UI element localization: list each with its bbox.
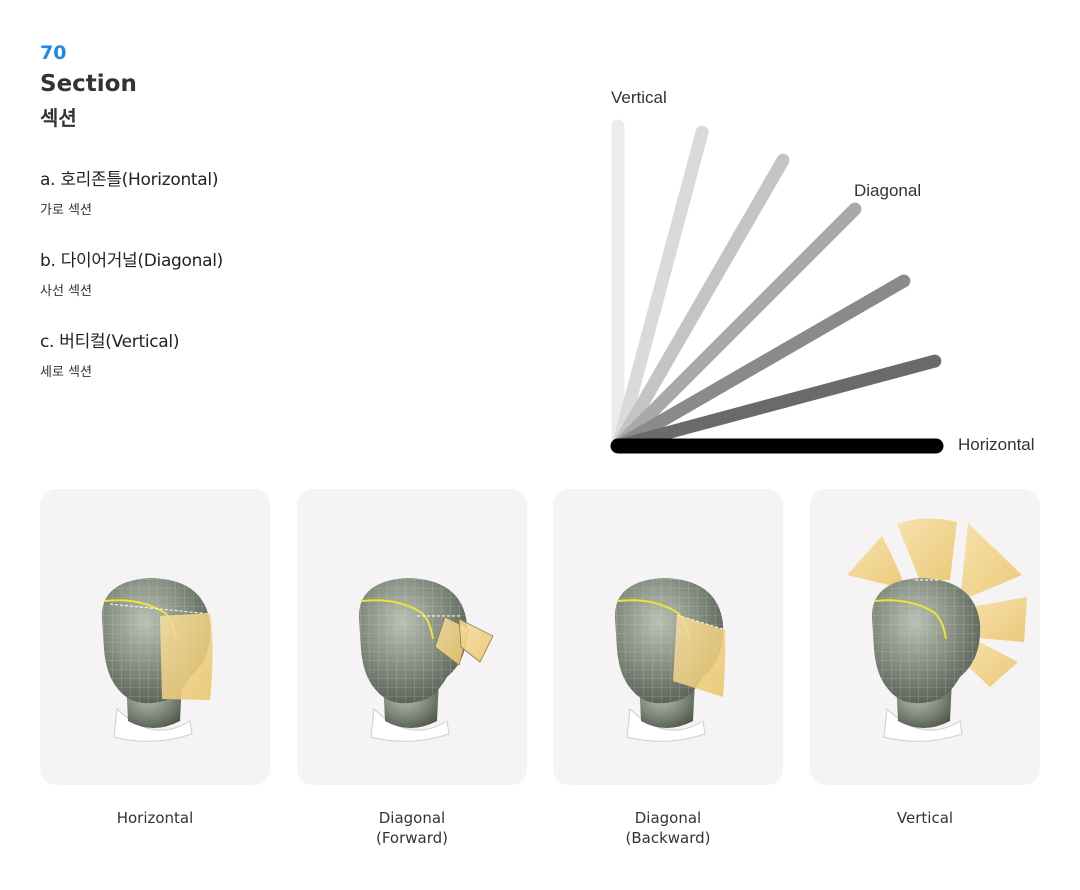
caption-line: Horizontal [116,809,194,827]
section-panel [673,615,726,697]
caption-line: Diagonal [634,809,702,827]
section-panel [960,523,1022,601]
mannequin-head [871,578,981,742]
angle-line-45deg [611,202,862,453]
mannequin-head-illustration [614,578,726,742]
caption-line: Diagonal [378,809,446,827]
definition-term: a. 호리존틀(Horizontal) [40,170,219,190]
mannequin-head-illustration [847,518,1027,742]
caption-line: Vertical [896,809,954,827]
definition-term: c. 버티컬(Vertical) [40,332,180,352]
angle-line-30deg [611,274,911,453]
section-panel [160,613,213,700]
caption-line: (Backward) [625,829,711,847]
label-vertical: Vertical [611,88,667,107]
angle-line-75deg [611,125,709,453]
card-diagonal-backward [553,489,783,785]
label-horizontal: Horizontal [958,435,1035,454]
section-panel [897,518,957,581]
caption-diagonal-backward: Diagonal (Backward) [553,808,783,848]
section-panel [968,597,1027,642]
page-title: Section [40,71,137,97]
definition-horizontal: a. 호리존틀(Horizontal) 가로 섹션 [40,165,218,218]
angle-line-15deg [611,354,942,453]
caption-diagonal-forward: Diagonal (Forward) [297,808,527,848]
label-diagonal: Diagonal [854,181,921,200]
page-title-korean: 섹션 [40,106,77,130]
definition-desc: 가로 섹션 [40,203,92,218]
mannequin-head-illustration [358,578,494,742]
definition-term: b. 다이어거널(Diagonal) [40,251,224,271]
section-panel [458,618,494,663]
card-diagonal-forward [297,489,527,785]
section-panel [847,536,906,589]
definition-desc: 세로 섹션 [40,365,92,380]
section-angle-diagram: Vertical Diagonal Horizontal [610,88,1035,454]
mannequin-head [358,578,468,742]
caption-line: (Forward) [375,829,449,847]
card-horizontal [40,489,270,785]
definition-vertical: c. 버티컬(Vertical) 세로 섹션 [40,327,179,380]
definition-diagonal: b. 다이어거널(Diagonal) 사선 섹션 [40,246,223,299]
mannequin-head-illustration [101,578,213,742]
card-vertical [810,489,1040,785]
definition-desc: 사선 섹션 [40,284,92,299]
caption-vertical: Vertical [810,808,1040,828]
caption-horizontal: Horizontal [40,808,270,828]
angle-line-60deg [611,153,790,453]
page-number: 70 [40,42,67,64]
angle-lines [610,119,944,454]
